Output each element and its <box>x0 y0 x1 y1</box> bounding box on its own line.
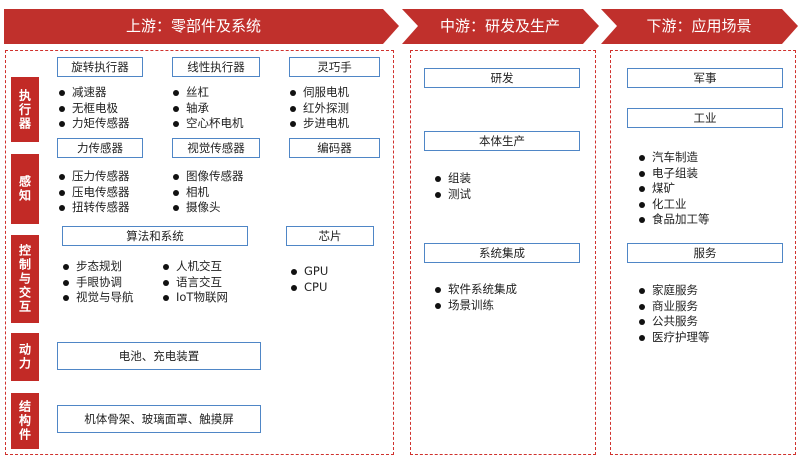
integration-list: 软件系统集成 场景训练 <box>434 282 517 313</box>
list-item: 压电传感器 <box>58 185 130 201</box>
military-box: 军事 <box>627 68 783 88</box>
midstream-header: 中游：研发及生产 <box>439 17 560 35</box>
list-item: 化工业 <box>638 197 710 213</box>
list-item: 语言交互 <box>162 275 228 291</box>
linear-actuator-box: 线性执行器 <box>172 57 260 77</box>
row-label-structure: 结构件 <box>11 393 39 449</box>
list-item: 医疗护理等 <box>638 330 710 346</box>
algorithm-system-box: 算法和系统 <box>62 226 248 246</box>
rd-box: 研发 <box>424 68 580 88</box>
row-label-sensing: 感知 <box>11 154 39 224</box>
list-item: 手眼协调 <box>62 275 134 291</box>
list-item: 商业服务 <box>638 299 710 315</box>
list-item: 相机 <box>172 185 244 201</box>
downstream-panel <box>610 50 796 455</box>
list-item: 公共服务 <box>638 314 710 330</box>
list-item: 伺服电机 <box>289 85 349 101</box>
midstream-panel <box>410 50 596 455</box>
list-item: 家庭服务 <box>638 283 710 299</box>
encoder-box: 编码器 <box>289 138 380 158</box>
upstream-panel <box>5 50 394 455</box>
list-item: 步进电机 <box>289 116 349 132</box>
downstream-header: 下游：应用场景 <box>646 17 752 35</box>
list-item: 红外探测 <box>289 101 349 117</box>
service-list: 家庭服务 商业服务 公共服务 医疗护理等 <box>638 283 710 345</box>
row-label-control: 控制与交互 <box>11 235 39 323</box>
list-item: 电子组装 <box>638 166 710 182</box>
list-item: 空心杯电机 <box>172 116 244 132</box>
list-item: 场景训练 <box>434 298 517 314</box>
list-item: 汽车制造 <box>638 150 710 166</box>
chip-list: GPU CPU <box>290 264 328 295</box>
list-item: 减速器 <box>58 85 130 101</box>
rotary-actuator-list: 减速器 无框电极 力矩传感器 <box>58 85 130 132</box>
battery-charging-box: 电池、充电装置 <box>57 342 261 370</box>
service-box: 服务 <box>627 243 783 263</box>
list-item: 测试 <box>434 187 471 203</box>
row-label-actuator: 执行器 <box>11 77 39 142</box>
list-item: 压力传感器 <box>58 169 130 185</box>
list-item: 轴承 <box>172 101 244 117</box>
upstream-header: 上游：零部件及系统 <box>125 17 261 35</box>
production-box: 本体生产 <box>424 131 580 151</box>
production-list: 组装 测试 <box>434 171 471 202</box>
chip-box: 芯片 <box>286 226 374 246</box>
linear-actuator-list: 丝杠 轴承 空心杯电机 <box>172 85 244 132</box>
structure-box: 机体骨架、玻璃面罩、触摸屏 <box>57 405 261 433</box>
vision-sensor-list: 图像传感器 相机 摄像头 <box>172 169 244 216</box>
row-label-power: 动力 <box>11 333 39 381</box>
upstream-arrow <box>4 9 399 44</box>
list-item: 步态规划 <box>62 259 134 275</box>
system-integration-box: 系统集成 <box>424 243 580 263</box>
list-item: 力矩传感器 <box>58 116 130 132</box>
list-item: 人机交互 <box>162 259 228 275</box>
list-item: 组装 <box>434 171 471 187</box>
algorithm-left-list: 步态规划 手眼协调 视觉与导航 <box>62 259 134 306</box>
list-item: 视觉与导航 <box>62 290 134 306</box>
force-sensor-list: 压力传感器 压电传感器 扭转传感器 <box>58 169 130 216</box>
dexterous-hand-list: 伺服电机 红外探测 步进电机 <box>289 85 349 132</box>
list-item: 丝杠 <box>172 85 244 101</box>
rotary-actuator-box: 旋转执行器 <box>57 57 143 77</box>
list-item: IoT物联网 <box>162 290 228 306</box>
list-item: 摄像头 <box>172 200 244 216</box>
list-item: 扭转传感器 <box>58 200 130 216</box>
list-item: 无框电极 <box>58 101 130 117</box>
midstream-arrow <box>402 9 599 44</box>
list-item: GPU <box>290 264 328 280</box>
header-arrows <box>4 9 798 44</box>
vision-sensor-box: 视觉传感器 <box>172 138 260 158</box>
list-item: 软件系统集成 <box>434 282 517 298</box>
list-item: 图像传感器 <box>172 169 244 185</box>
downstream-arrow <box>601 9 798 44</box>
force-sensor-box: 力传感器 <box>57 138 143 158</box>
list-item: CPU <box>290 280 328 296</box>
dexterous-hand-box: 灵巧手 <box>289 57 380 77</box>
list-item: 食品加工等 <box>638 212 710 228</box>
industry-list: 汽车制造 电子组装 煤矿 化工业 食品加工等 <box>638 150 710 228</box>
algorithm-right-list: 人机交互 语言交互 IoT物联网 <box>162 259 228 306</box>
industry-box: 工业 <box>627 108 783 128</box>
list-item: 煤矿 <box>638 181 710 197</box>
